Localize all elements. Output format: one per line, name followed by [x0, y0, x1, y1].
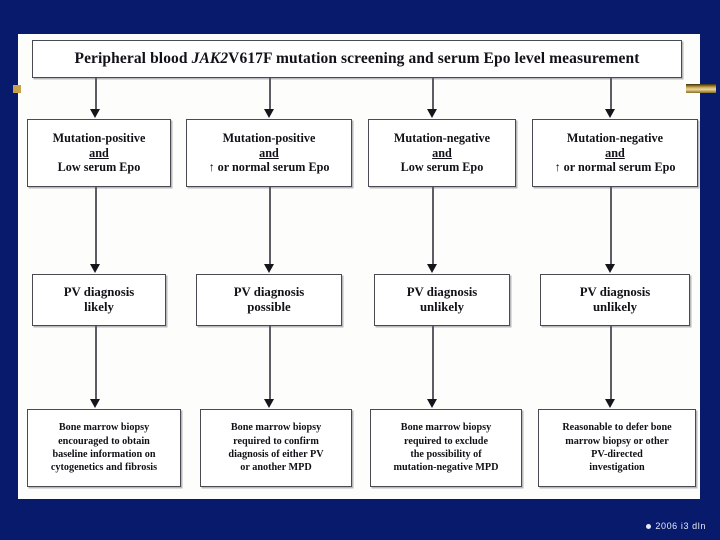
recommendation-1-line3: baseline information on	[52, 449, 156, 460]
arrow-title-to-branch-1-icon	[90, 78, 101, 119]
recommendation-4-line1: Reasonable to defer bone	[562, 422, 672, 434]
recommendation-1-line1: Bone marrow biopsy	[58, 422, 150, 434]
diagnosis-4-line1: PV diagnosis	[579, 284, 651, 299]
recommendation-box-1: Bone marrow biopsy encouraged to obtain …	[27, 409, 181, 487]
test-result-1-line2: and	[89, 145, 109, 160]
arrow-branch-2-to-diagnosis-icon	[264, 187, 275, 274]
arrow-title-to-branch-2-icon	[264, 78, 275, 119]
test-result-3-line2: and	[432, 145, 452, 160]
recommendation-box-2: Bone marrow biopsy required to confirm d…	[200, 409, 352, 487]
recommendation-3-line4: mutation-negative MPD	[393, 462, 499, 474]
recommendation-2-line4: or another MPD	[240, 462, 312, 474]
test-result-2-line1: Mutation-positive	[222, 131, 316, 146]
test-result-1-line3: Low serum Epo	[57, 160, 141, 175]
arrow-diagnosis-2-to-recommendation-icon	[264, 326, 275, 409]
copyright-text: 2006 i3 dln	[655, 521, 706, 531]
title-suffix: mutation screening and serum Epo level m…	[272, 49, 640, 67]
recommendation-2-line2: required to confirm	[233, 435, 319, 447]
recommendation-3-line2: required to exclude	[404, 435, 488, 447]
test-result-box-3: Mutation-negative and Low serum Epo	[368, 119, 516, 187]
recommendation-box-4: Reasonable to defer bone marrow biopsy o…	[538, 409, 696, 487]
diagnosis-3-line2: unlikely	[419, 300, 465, 314]
arrow-diagnosis-1-to-recommendation-icon	[90, 326, 101, 409]
test-result-3-line1: Mutation-negative	[393, 131, 491, 146]
title-gene-rest: V617F	[228, 49, 273, 67]
recommendation-1-line4: cytogenetics and fibrosis	[50, 462, 158, 474]
copyright-notice: 2006 i3 dln	[646, 521, 706, 531]
test-result-1-line1: Mutation-positive	[52, 131, 146, 146]
recommendation-2-line1: Bone marrow biopsy	[230, 422, 322, 434]
flowchart-title-box: Peripheral blood JAK2V617F mutation scre…	[32, 40, 682, 78]
diagnosis-box-4: PV diagnosis unlikely	[540, 274, 690, 326]
recommendation-2-line3: diagnosis of either PV	[228, 449, 324, 460]
right-accent-bar-icon	[686, 84, 716, 93]
recommendation-4-line3: PV-directed	[591, 449, 643, 460]
diagnosis-box-2: PV diagnosis possible	[196, 274, 342, 326]
recommendation-4-line2: marrow biopsy or other	[565, 435, 669, 447]
flowchart-title-text: Peripheral blood JAK2V617F mutation scre…	[75, 50, 640, 68]
test-result-4-line3: ↑ or normal serum Epo	[554, 160, 676, 175]
test-result-3-line3: Low serum Epo	[400, 160, 484, 175]
arrow-branch-3-to-diagnosis-icon	[427, 187, 438, 274]
diagnosis-1-line1: PV diagnosis	[63, 284, 135, 299]
arrow-diagnosis-4-to-recommendation-icon	[605, 326, 616, 409]
arrow-diagnosis-3-to-recommendation-icon	[427, 326, 438, 409]
diagnosis-2-line2: possible	[247, 300, 291, 314]
copyright-bullet-icon	[646, 524, 652, 530]
recommendation-box-3: Bone marrow biopsy required to exclude t…	[370, 409, 522, 487]
test-result-box-1: Mutation-positive and Low serum Epo	[27, 119, 171, 187]
flowchart-figure: Peripheral blood JAK2V617F mutation scre…	[18, 34, 700, 499]
recommendation-3-line3: the possibility of	[410, 449, 482, 460]
test-result-4-line1: Mutation-negative	[566, 131, 664, 146]
left-accent-marker-icon	[13, 85, 21, 93]
diagnosis-4-line2: unlikely	[592, 300, 638, 314]
test-result-box-4: Mutation-negative and ↑ or normal serum …	[532, 119, 698, 187]
diagnosis-3-line1: PV diagnosis	[406, 284, 478, 299]
recommendation-3-line1: Bone marrow biopsy	[400, 422, 492, 434]
test-result-2-line2: and	[259, 145, 279, 160]
arrow-title-to-branch-4-icon	[605, 78, 616, 119]
title-gene-italic: JAK2	[191, 49, 229, 67]
arrow-branch-1-to-diagnosis-icon	[90, 187, 101, 274]
recommendation-4-line4: investigation	[589, 462, 645, 474]
diagnosis-2-line1: PV diagnosis	[233, 284, 305, 299]
title-prefix: Peripheral blood	[74, 49, 192, 67]
test-result-2-line3: ↑ or normal serum Epo	[208, 160, 330, 175]
arrow-branch-4-to-diagnosis-icon	[605, 187, 616, 274]
recommendation-1-line2: encouraged to obtain	[58, 435, 150, 447]
diagnosis-box-3: PV diagnosis unlikely	[374, 274, 510, 326]
test-result-4-line2: and	[605, 145, 625, 160]
diagnosis-box-1: PV diagnosis likely	[32, 274, 166, 326]
diagnosis-1-line2: likely	[84, 300, 114, 314]
test-result-box-2: Mutation-positive and ↑ or normal serum …	[186, 119, 352, 187]
arrow-title-to-branch-3-icon	[427, 78, 438, 119]
